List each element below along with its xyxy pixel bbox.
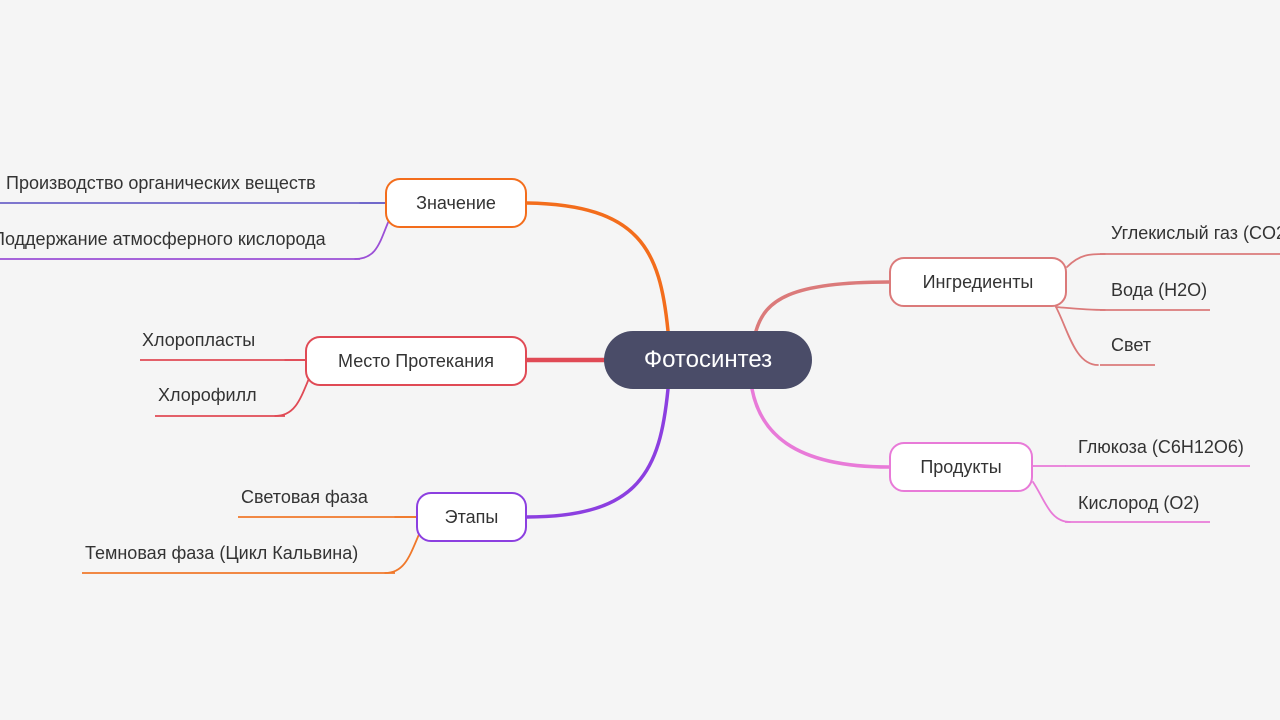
subtopic-voda[interactable]: Вода (H2O): [1111, 280, 1208, 300]
subtopic-podderzhanie[interactable]: Поддержание атмосферного кислорода: [0, 229, 326, 249]
subtopic-uglekislyi-gaz[interactable]: Углекислый газ (CO2): [1111, 223, 1280, 243]
branch-connector-ingredienty: [754, 280, 891, 333]
leaf-connector-ingredienty-0: [1066, 253, 1106, 268]
subtopic-hlorofill[interactable]: Хлорофилл: [158, 385, 257, 405]
central-topic[interactable]: Фотосинтез: [604, 331, 812, 389]
subtopic-svetovaya-faza[interactable]: Световая фаза: [241, 487, 368, 507]
leaf-connector-etapy-1: [384, 531, 421, 574]
subtopic-kislorod[interactable]: Кислород (O2): [1078, 493, 1200, 513]
leaf-connector-mesto-1: [274, 375, 311, 417]
topic-ingredienty[interactable]: Ингредиенты: [889, 257, 1067, 307]
leaf-connector-ingredienty-2: [1055, 306, 1099, 366]
branch-connector-etapy: [525, 387, 670, 519]
subtopic-svet[interactable]: Свет: [1111, 335, 1152, 355]
topic-produkty[interactable]: Продукты: [889, 442, 1033, 492]
leaf-connector-produkty-1: [1032, 481, 1071, 523]
subtopic-proizvodstvo[interactable]: Производство органических веществ: [6, 173, 316, 193]
topic-mesto-protekaniya[interactable]: Место Протекания: [305, 336, 527, 386]
leaf-connector-znachenie-1: [354, 217, 391, 260]
branch-connector-produkty: [750, 387, 891, 469]
topic-etapy[interactable]: Этапы: [416, 492, 527, 542]
subtopic-hloroplasty[interactable]: Хлоропласты: [142, 330, 256, 350]
subtopic-glyukoza[interactable]: Глюкоза (C6H12O6): [1078, 437, 1244, 457]
topic-znachenie[interactable]: Значение: [385, 178, 527, 228]
leaf-connector-ingredienty-1: [1055, 306, 1106, 311]
branch-connector-znachenie: [525, 201, 670, 333]
subtopic-temnovaya-faza[interactable]: Темновая фаза (Цикл Кальвина): [85, 543, 359, 563]
